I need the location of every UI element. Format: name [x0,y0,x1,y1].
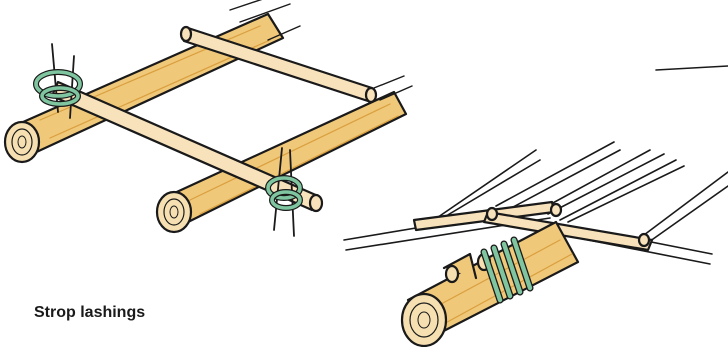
pole-bundle [402,222,578,346]
caption-title: Strop lashings [34,304,145,322]
